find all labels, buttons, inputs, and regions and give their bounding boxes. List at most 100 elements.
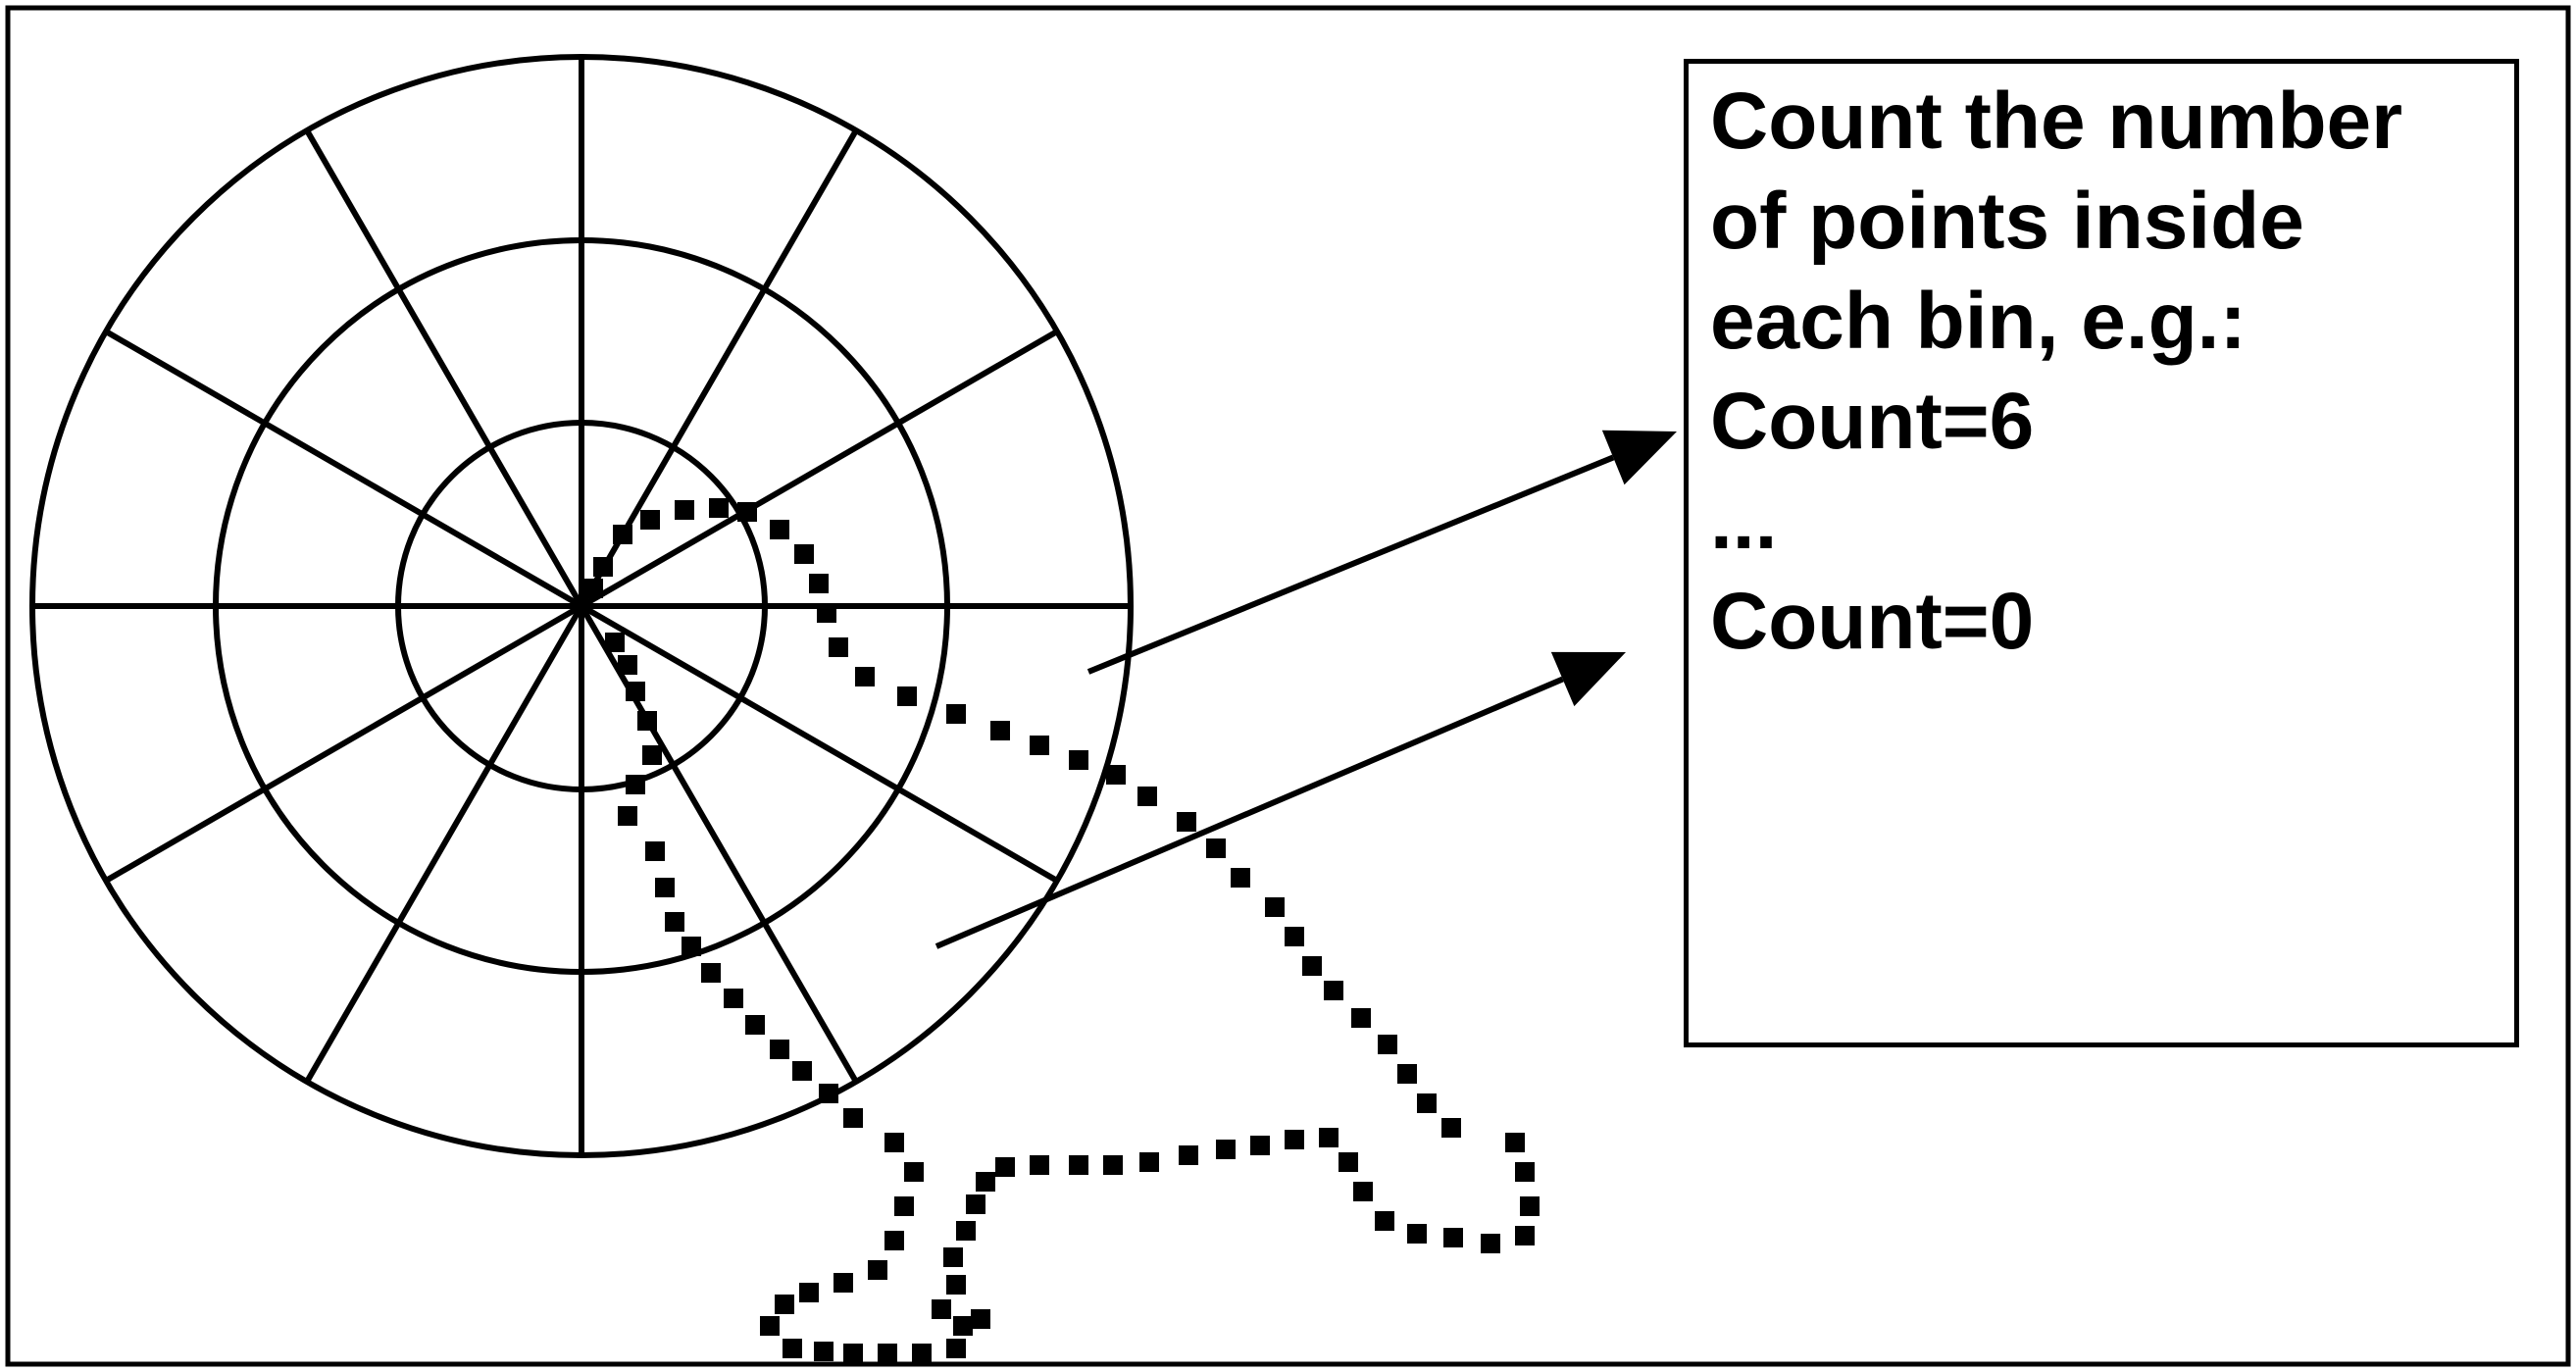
sample-point [593, 557, 613, 577]
sample-point [884, 1133, 904, 1152]
sample-point [946, 1275, 966, 1295]
sample-point [843, 1108, 863, 1128]
sample-point [884, 1231, 904, 1250]
arrows [934, 430, 1677, 949]
sample-point [1515, 1226, 1535, 1245]
sample-point [966, 1194, 985, 1214]
sample-point [1179, 1145, 1198, 1165]
annotation-box: Count the number of points inside each b… [1684, 59, 2519, 1047]
sample-point [792, 1061, 812, 1081]
sample-point [817, 603, 836, 623]
sample-point [990, 721, 1010, 740]
sample-point [1106, 765, 1126, 785]
sample-point [701, 963, 721, 983]
annotation-line-count-0: Count=0 [1710, 577, 2035, 666]
sample-point [618, 806, 637, 826]
sample-point [894, 1196, 914, 1216]
grid-spoke-9 [304, 604, 584, 1084]
sample-point [640, 510, 660, 530]
sample-point [843, 1344, 863, 1363]
sample-point [1378, 1035, 1397, 1054]
sample-point [1069, 1155, 1088, 1175]
sample-point [1139, 1152, 1159, 1172]
sample-point [737, 502, 757, 522]
sample-point [1339, 1152, 1358, 1172]
sample-point [833, 1273, 853, 1293]
sample-point [819, 1084, 838, 1103]
sample-point [897, 686, 917, 706]
sample-point [613, 525, 632, 544]
sample-point [1216, 1140, 1236, 1159]
sample-point [1351, 1008, 1371, 1028]
annotation-line-2: of points inside [1710, 177, 2304, 266]
sample-point [1177, 812, 1196, 832]
sample-point [1285, 1130, 1304, 1149]
annotation-line-ellipsis: ... [1710, 477, 1778, 566]
sample-point [855, 667, 875, 686]
sample-point [946, 704, 966, 724]
sample-point [868, 1260, 887, 1280]
sample-point [912, 1344, 932, 1363]
sample-point [760, 1316, 780, 1336]
sample-point [1441, 1118, 1461, 1138]
sample-point [655, 878, 675, 897]
grid-spoke-5 [304, 128, 584, 608]
arrow-to-count-0 [934, 651, 1626, 949]
sample-point [626, 775, 645, 794]
sample-point [814, 1342, 833, 1361]
sample-point [1505, 1133, 1525, 1152]
arrow-to-count-6 [1086, 430, 1677, 675]
sample-point [1375, 1211, 1394, 1231]
annotation-line-3: each bin, e.g.: [1710, 277, 2247, 366]
sample-point [645, 841, 665, 861]
sample-point [1137, 787, 1157, 806]
sample-point [995, 1157, 1015, 1177]
sample-point [1206, 838, 1226, 858]
sample-point [1443, 1228, 1463, 1247]
sample-point [665, 912, 684, 932]
sample-point [956, 1221, 976, 1241]
sample-point [971, 1309, 990, 1329]
sample-point [724, 989, 743, 1008]
sample-point [605, 633, 625, 652]
sample-point [932, 1299, 951, 1319]
sample-point [1103, 1155, 1123, 1175]
grid-spoke-6 [104, 329, 583, 609]
sample-point [709, 498, 729, 518]
sample-point [583, 579, 603, 598]
sample-point [1407, 1224, 1427, 1244]
sample-point [1030, 1155, 1049, 1175]
sample-point [1250, 1136, 1270, 1155]
sample-point [682, 937, 701, 956]
sample-point [618, 655, 637, 675]
grid-spoke-2 [580, 329, 1059, 609]
sample-point [1324, 981, 1343, 1000]
sample-point [675, 500, 694, 520]
sample-point [770, 520, 789, 539]
sample-point [1285, 927, 1304, 946]
sample-point [976, 1172, 995, 1192]
sample-point [1515, 1162, 1535, 1182]
sample-point [1030, 736, 1049, 755]
sample-point [783, 1339, 802, 1358]
grid-spoke-12 [580, 603, 1059, 884]
sample-point [745, 1015, 765, 1035]
sample-point [829, 637, 848, 657]
sample-point [953, 1316, 973, 1336]
sample-point [904, 1162, 924, 1182]
sample-point [1231, 868, 1250, 888]
sample-point [1353, 1182, 1373, 1201]
sample-point [943, 1247, 963, 1267]
sample-point [775, 1295, 794, 1314]
sample-point [1069, 750, 1088, 770]
sample-point [642, 745, 662, 765]
annotation-line-1: Count the number [1710, 76, 2403, 166]
sample-point [878, 1344, 897, 1363]
sample-point [1319, 1128, 1339, 1147]
sample-point [946, 1339, 966, 1358]
sample-point [637, 711, 657, 731]
sample-point [1481, 1234, 1500, 1253]
sample-point [799, 1283, 819, 1302]
sample-point [626, 682, 645, 701]
